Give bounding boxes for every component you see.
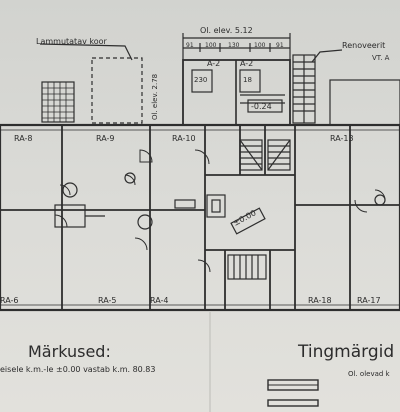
dim-part-1: 91	[186, 42, 194, 49]
note-renoveerit-sub: VT. A	[372, 54, 390, 62]
note-lammutatav: Lammutatav koor	[36, 37, 108, 46]
dim-part-5: 91	[276, 42, 284, 49]
column	[62, 182, 78, 198]
stair-top-right	[292, 54, 316, 124]
room-ra13: RA-13	[330, 134, 354, 143]
dimension-ticks	[182, 33, 291, 60]
stair-center	[239, 139, 291, 171]
dim-part-3: 130	[228, 42, 240, 49]
side-elevation: Ol. elev. 2.78	[151, 74, 159, 120]
hatched-area	[41, 81, 75, 123]
door-swings	[54, 149, 386, 273]
shaft	[174, 199, 196, 209]
dashed-projection	[91, 57, 143, 124]
column	[374, 194, 386, 206]
leader-lammutatav	[39, 43, 133, 61]
dim-230: 230	[194, 76, 207, 84]
dimension-total: Ol. elev. 5.12	[200, 26, 253, 35]
legend-wall-new	[267, 399, 319, 407]
column	[124, 172, 136, 184]
note-renoveerit: Renoveerit	[342, 41, 385, 50]
legend-existing-label: Ol. olevad k	[348, 370, 391, 378]
room-ra10: RA-10	[172, 134, 196, 143]
label-a2-right: A-2	[240, 59, 253, 68]
room-box	[191, 69, 213, 93]
interior-walls	[0, 125, 400, 310]
hatch-lines	[42, 82, 74, 122]
notes-title: Märkused:	[28, 342, 111, 361]
dim-18: 18	[243, 76, 252, 84]
column	[137, 214, 153, 230]
room-ra9: RA-9	[96, 134, 115, 143]
leader-renoveerit	[311, 49, 343, 63]
room-ra18: RA-18	[308, 296, 332, 305]
room-ra17: RA-17	[357, 296, 381, 305]
legend-title: Tingmärgid	[297, 342, 394, 362]
room-ra8: RA-8	[14, 134, 33, 143]
notes-text: eisele k.m.-le ±0.00 vastab k.m. 80.83	[0, 365, 156, 374]
dim-part-2: 100	[205, 42, 217, 49]
building-outline	[0, 123, 400, 312]
stair-lower	[227, 254, 267, 280]
room-ra5: RA-5	[98, 296, 117, 305]
legend-symbols	[267, 379, 319, 407]
room-ra6: RA-6	[0, 296, 19, 305]
dim-part-4: 100	[254, 42, 266, 49]
shaft	[211, 199, 221, 213]
label-a2-left: A-2	[207, 59, 220, 68]
room-box	[239, 69, 261, 93]
elevation-tag	[230, 207, 266, 235]
elevation-minus: -0.24	[251, 102, 272, 111]
room-ra4: RA-4	[150, 296, 169, 305]
shaft	[206, 194, 226, 218]
right-annex	[329, 79, 400, 126]
elevation-tag	[247, 99, 283, 113]
